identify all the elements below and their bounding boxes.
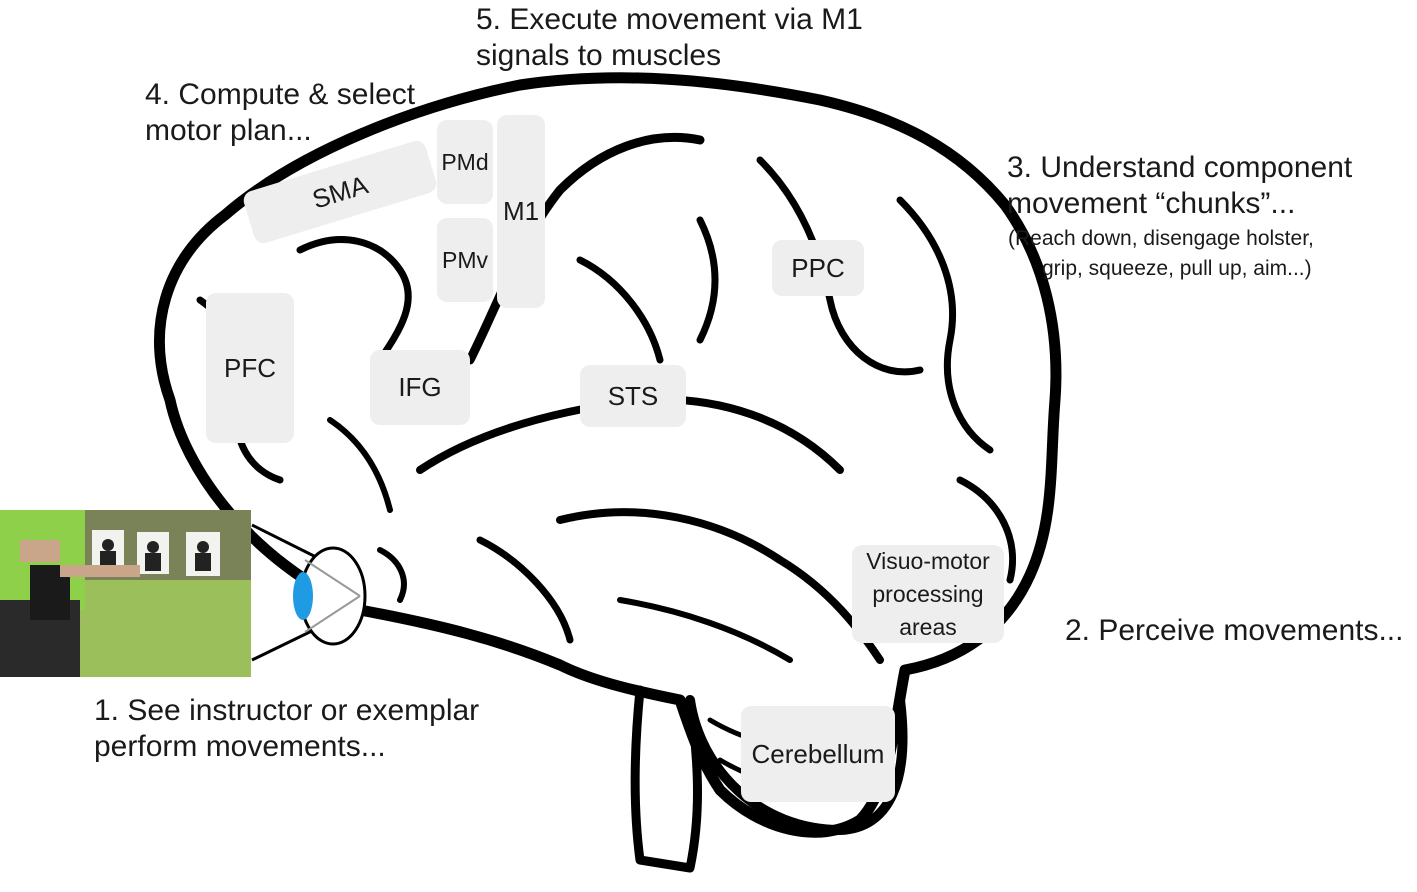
step-2-line-1: 2. Perceive movements... (1065, 614, 1404, 647)
step-1-line-2: perform movements... (94, 730, 386, 763)
region-visuomotor: Visuo-motor processing areas (852, 545, 1004, 643)
step-1-label: 1. See instructor or exemplar perform mo… (94, 693, 479, 765)
eye-icon (251, 523, 367, 662)
brain-stem (630, 685, 702, 873)
step-4-line-1: 4. Compute & select (145, 78, 416, 111)
region-sts-label: STS (607, 380, 659, 411)
step-5-line-1: 5. Execute movement via M1 (476, 3, 863, 36)
brain-illustration (154, 72, 1062, 873)
step-3-detail: (Reach down, disengage holster, grip, sq… (1008, 224, 1314, 284)
step-2-label: 2. Perceive movements... (1065, 613, 1403, 649)
eye-pupil (293, 572, 313, 620)
region-cerebellum-label: Cerebellum (751, 738, 885, 769)
step-3-detail-2: grip, squeeze, pull up, aim...) (1042, 257, 1312, 280)
region-m1-label: M1 (502, 196, 540, 226)
region-visuomotor-line-2: processing (872, 580, 984, 607)
region-pmd-label: PMd (441, 148, 489, 175)
region-sma-label: SMA (308, 168, 372, 215)
step-3-detail-1: (Reach down, disengage holster, (1008, 227, 1314, 250)
step-4-label: 4. Compute & select motor plan... (145, 77, 415, 149)
step-5-label: 5. Execute movement via M1 signals to mu… (476, 2, 863, 74)
region-ifg-label: IFG (398, 372, 442, 402)
region-visuomotor-line-1: Visuo-motor (866, 547, 990, 574)
region-cerebellum: Cerebellum (741, 706, 895, 802)
step-3-line-2: movement “chunks”... (1007, 187, 1296, 220)
region-sts: STS (580, 365, 686, 427)
region-ppc: PPC (772, 240, 864, 296)
cerebellum-outline (685, 695, 908, 835)
region-pmv-label: PMv (442, 246, 488, 273)
instructor-photo (0, 510, 251, 677)
step-1-line-1: 1. See instructor or exemplar (94, 694, 480, 727)
step-3-line-1: 3. Understand component (1007, 151, 1353, 184)
region-ppc-label: PPC (791, 252, 845, 283)
step-3-label: 3. Understand component movement “chunks… (1007, 150, 1352, 222)
step-5-line-2: signals to muscles (476, 39, 722, 72)
region-pfc: PFC (206, 293, 294, 443)
region-pmd: PMd (437, 120, 493, 204)
region-visuomotor-line-3: areas (899, 613, 957, 640)
region-m1: M1 (497, 115, 545, 308)
region-pfc-label: PFC (224, 352, 276, 383)
step-4-line-2: motor plan... (145, 114, 312, 147)
region-ifg: IFG (370, 350, 470, 425)
region-pmv: PMv (437, 218, 493, 302)
